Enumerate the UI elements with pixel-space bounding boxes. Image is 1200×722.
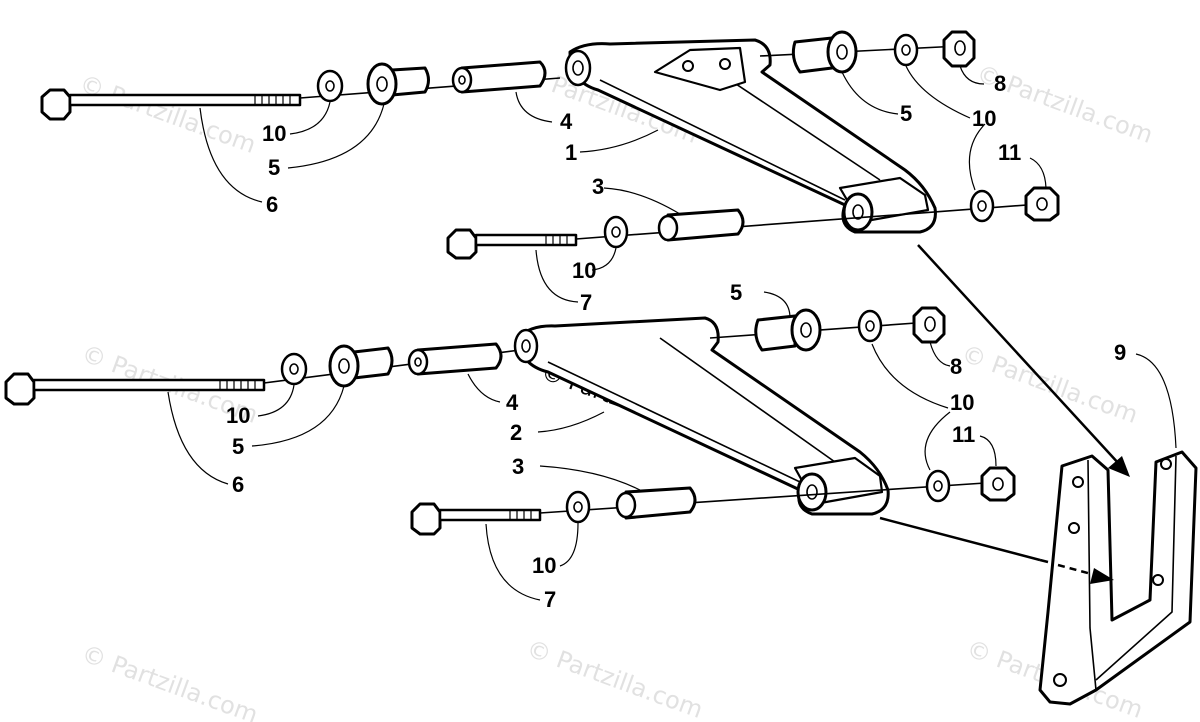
callout-11: 11: [952, 422, 975, 447]
watermark: © Partzilla.com: [78, 639, 262, 722]
washer-upper-left: [316, 69, 344, 103]
watermark: © Partzilla.com: [523, 634, 707, 722]
callout-10: 10: [572, 258, 596, 283]
flange-nut-lower: [912, 306, 946, 344]
sleeve-upper: [451, 60, 547, 94]
lock-nut-upper: [1024, 186, 1060, 222]
washer-upper-lower-right: [969, 189, 995, 223]
callout-10: 10: [532, 553, 556, 578]
washer-upper-lower-left: [603, 215, 629, 249]
callout-6: 6: [232, 472, 244, 497]
callout-10: 10: [972, 106, 996, 131]
sleeve-lower: [407, 342, 503, 376]
callout-8: 8: [994, 71, 1006, 96]
flanged-bushing-lower-right: [754, 308, 822, 352]
callout-10: 10: [226, 403, 250, 428]
washer-lower-lower-right: [925, 469, 951, 503]
callout-11: 11: [998, 140, 1021, 165]
callout-3: 3: [592, 174, 604, 199]
callout-9: 9: [1114, 340, 1126, 365]
callout-3: 3: [512, 454, 524, 479]
flanged-bushing-upper-left: [366, 62, 430, 106]
washer-upper-right: [893, 33, 919, 67]
callout-1: 1: [565, 140, 577, 165]
callout-5: 5: [900, 101, 912, 126]
callout-5: 5: [268, 155, 280, 180]
assembly-arrows: [879, 244, 1130, 584]
flange-nut-upper: [942, 30, 976, 68]
callout-7: 7: [544, 587, 556, 612]
callout-6: 6: [266, 192, 278, 217]
leader-lines: [167, 65, 1177, 601]
short-bolt-upper: [446, 228, 578, 260]
a-arm-lower: [513, 316, 890, 516]
callout-4: 4: [560, 109, 573, 134]
callout-10: 10: [950, 390, 974, 415]
long-bolt-upper: [40, 88, 302, 121]
callout-7: 7: [580, 290, 592, 315]
watermark: © Partzilla.com: [76, 69, 260, 159]
callout-10: 10: [262, 121, 286, 146]
callout-4: 4: [506, 390, 519, 415]
lock-nut-lower: [980, 466, 1016, 502]
callout-2: 2: [510, 420, 522, 445]
mounting-bracket: [1038, 450, 1198, 706]
flanged-bushing-lower-left: [328, 344, 394, 388]
sleeve-short-upper: [657, 208, 745, 242]
callout-8: 8: [950, 354, 962, 379]
long-bolt-lower: [4, 372, 266, 406]
sleeve-short-lower: [615, 486, 697, 520]
callout-labels: 10 5 6 4 1 3 10 7 5 8 10 11 5 10 5 6 4 2…: [226, 71, 1126, 612]
washer-lower-lower-left: [565, 490, 591, 524]
flanged-bushing-upper-right: [791, 30, 858, 74]
washer-lower-right: [857, 309, 883, 343]
washer-lower-left: [280, 352, 308, 386]
a-arm-upper: [564, 38, 937, 234]
short-bolt-lower: [410, 502, 542, 536]
callout-5: 5: [730, 280, 742, 305]
callout-5: 5: [232, 434, 244, 459]
